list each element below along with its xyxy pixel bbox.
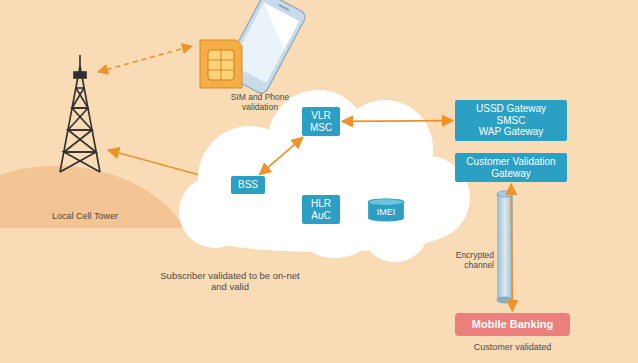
caption-label: Customer validated [455, 342, 570, 353]
gateway-box: USSD GatewaySMSCWAP Gateway [455, 100, 567, 141]
database-cylinder: IMEI [367, 198, 405, 222]
validation-box: Customer Validation Gateway [455, 153, 567, 182]
connector-arrow [342, 120, 453, 123]
connector-arrow [511, 184, 512, 311]
switch-box: VLR MSC [302, 107, 340, 136]
connector-arrow [260, 137, 303, 174]
node-text: VLR MSC [306, 110, 336, 133]
caption-label: Subscriber validated to be on-net and va… [160, 270, 300, 293]
banking-box: Mobile Banking [455, 313, 570, 336]
node-text: IMEI [369, 207, 403, 217]
node-text: WAP Gateway [459, 126, 563, 138]
caption-label: Encrypted channel [440, 250, 494, 270]
node-text: Mobile Banking [459, 318, 566, 331]
register-box: HLR AuC [302, 195, 340, 224]
node-text: HLR AuC [306, 198, 336, 221]
network-cloud [179, 90, 470, 262]
bss-box: BSS [231, 176, 265, 194]
node-text: SMSC [459, 115, 563, 127]
caption-label: SIM and Phone validation [212, 92, 308, 112]
node-text: BSS [235, 179, 261, 191]
hill [0, 166, 185, 228]
node-text: Customer Validation Gateway [459, 156, 563, 179]
cell-tower [60, 55, 100, 172]
wireless-link [98, 46, 192, 72]
sim-card [200, 40, 242, 88]
node-text: USSD Gateway [459, 103, 563, 115]
caption-label: Local Cell Tower [40, 211, 130, 222]
